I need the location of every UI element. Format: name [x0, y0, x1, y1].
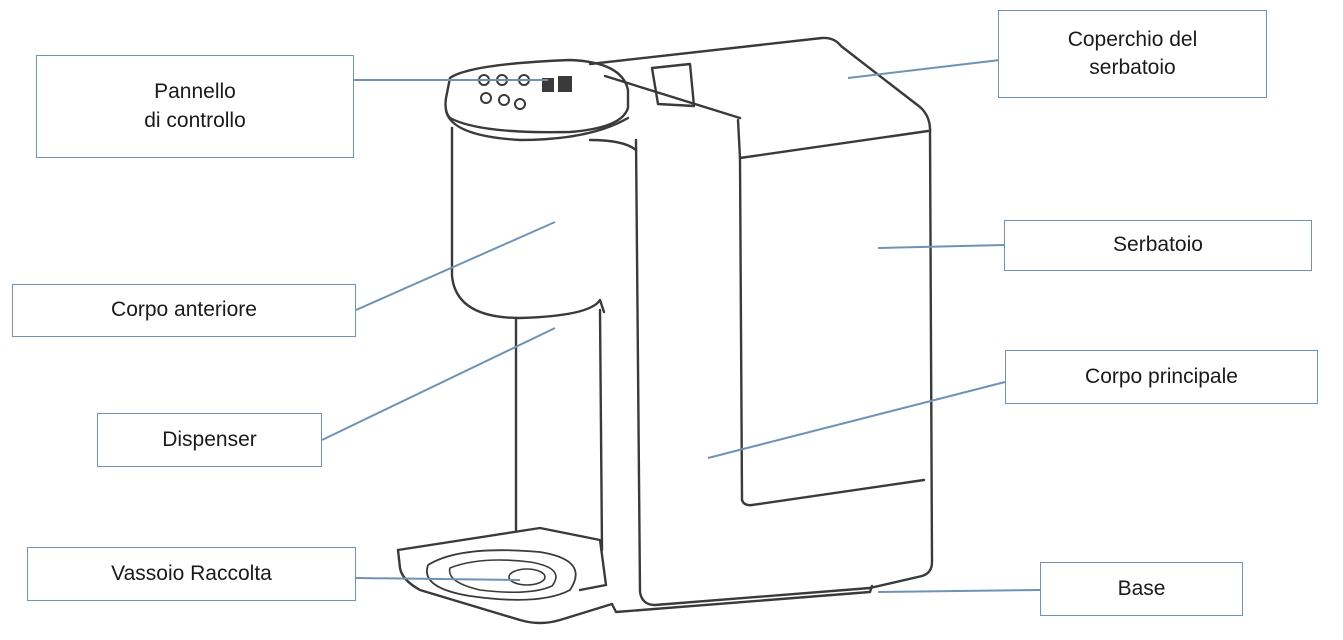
front-body-shoulder	[588, 138, 638, 152]
drip-tray-front	[396, 548, 614, 625]
tank-lid-outline	[588, 36, 932, 132]
label-dispenser: Dispenser	[97, 413, 322, 467]
label-corpo-principale: Corpo principale	[1005, 350, 1318, 404]
leader-base	[877, 589, 1041, 593]
leader-coperchio	[847, 59, 1001, 79]
label-serbatoio: Serbatoio	[1004, 220, 1312, 271]
top-strip	[603, 74, 742, 120]
label-coperchio-line2: serbatoio	[1089, 56, 1176, 79]
label-pannello-di-controllo: Pannello di controllo	[36, 55, 354, 158]
leader-dispenser	[321, 327, 556, 441]
leader-corpo-principale	[707, 381, 1006, 459]
label-coperchio-line1: Coperchio del	[1067, 27, 1198, 51]
leader-corpo-anteriore	[355, 221, 556, 311]
button-5	[514, 98, 526, 110]
button-4	[498, 94, 510, 106]
drip-tray-center	[508, 568, 546, 586]
label-vassoio-raccolta: Vassoio Raccolta	[27, 547, 356, 601]
tank-right-side	[868, 128, 934, 590]
control-panel-top	[444, 58, 630, 134]
display-2	[558, 76, 572, 92]
button-3	[480, 92, 492, 104]
control-panel-rim	[444, 108, 630, 142]
drip-tray-top	[396, 526, 608, 592]
display	[542, 78, 554, 92]
leader-vassoio	[355, 577, 521, 581]
base-bottom	[610, 584, 874, 614]
main-body-inner-edge	[736, 118, 742, 160]
label-coperchio-del-serbatoio: Coperchio del serbatoio	[998, 10, 1267, 98]
drip-tray-grill-outer	[426, 549, 577, 601]
leader-serbatoio	[877, 244, 1005, 249]
label-base: Base	[1040, 562, 1243, 616]
drip-tray-grill-mid	[448, 559, 557, 594]
dispenser-right	[598, 308, 604, 552]
main-body-outline	[634, 138, 872, 607]
front-body-outline	[450, 126, 606, 320]
label-pannello-line2: di controllo	[144, 108, 246, 132]
label-corpo-anteriore: Corpo anteriore	[12, 284, 356, 337]
tank-front-panel	[738, 156, 926, 507]
top-slot	[650, 62, 696, 108]
label-pannello-line1: Pannello	[154, 80, 236, 104]
tank-lid-edge	[738, 129, 930, 160]
